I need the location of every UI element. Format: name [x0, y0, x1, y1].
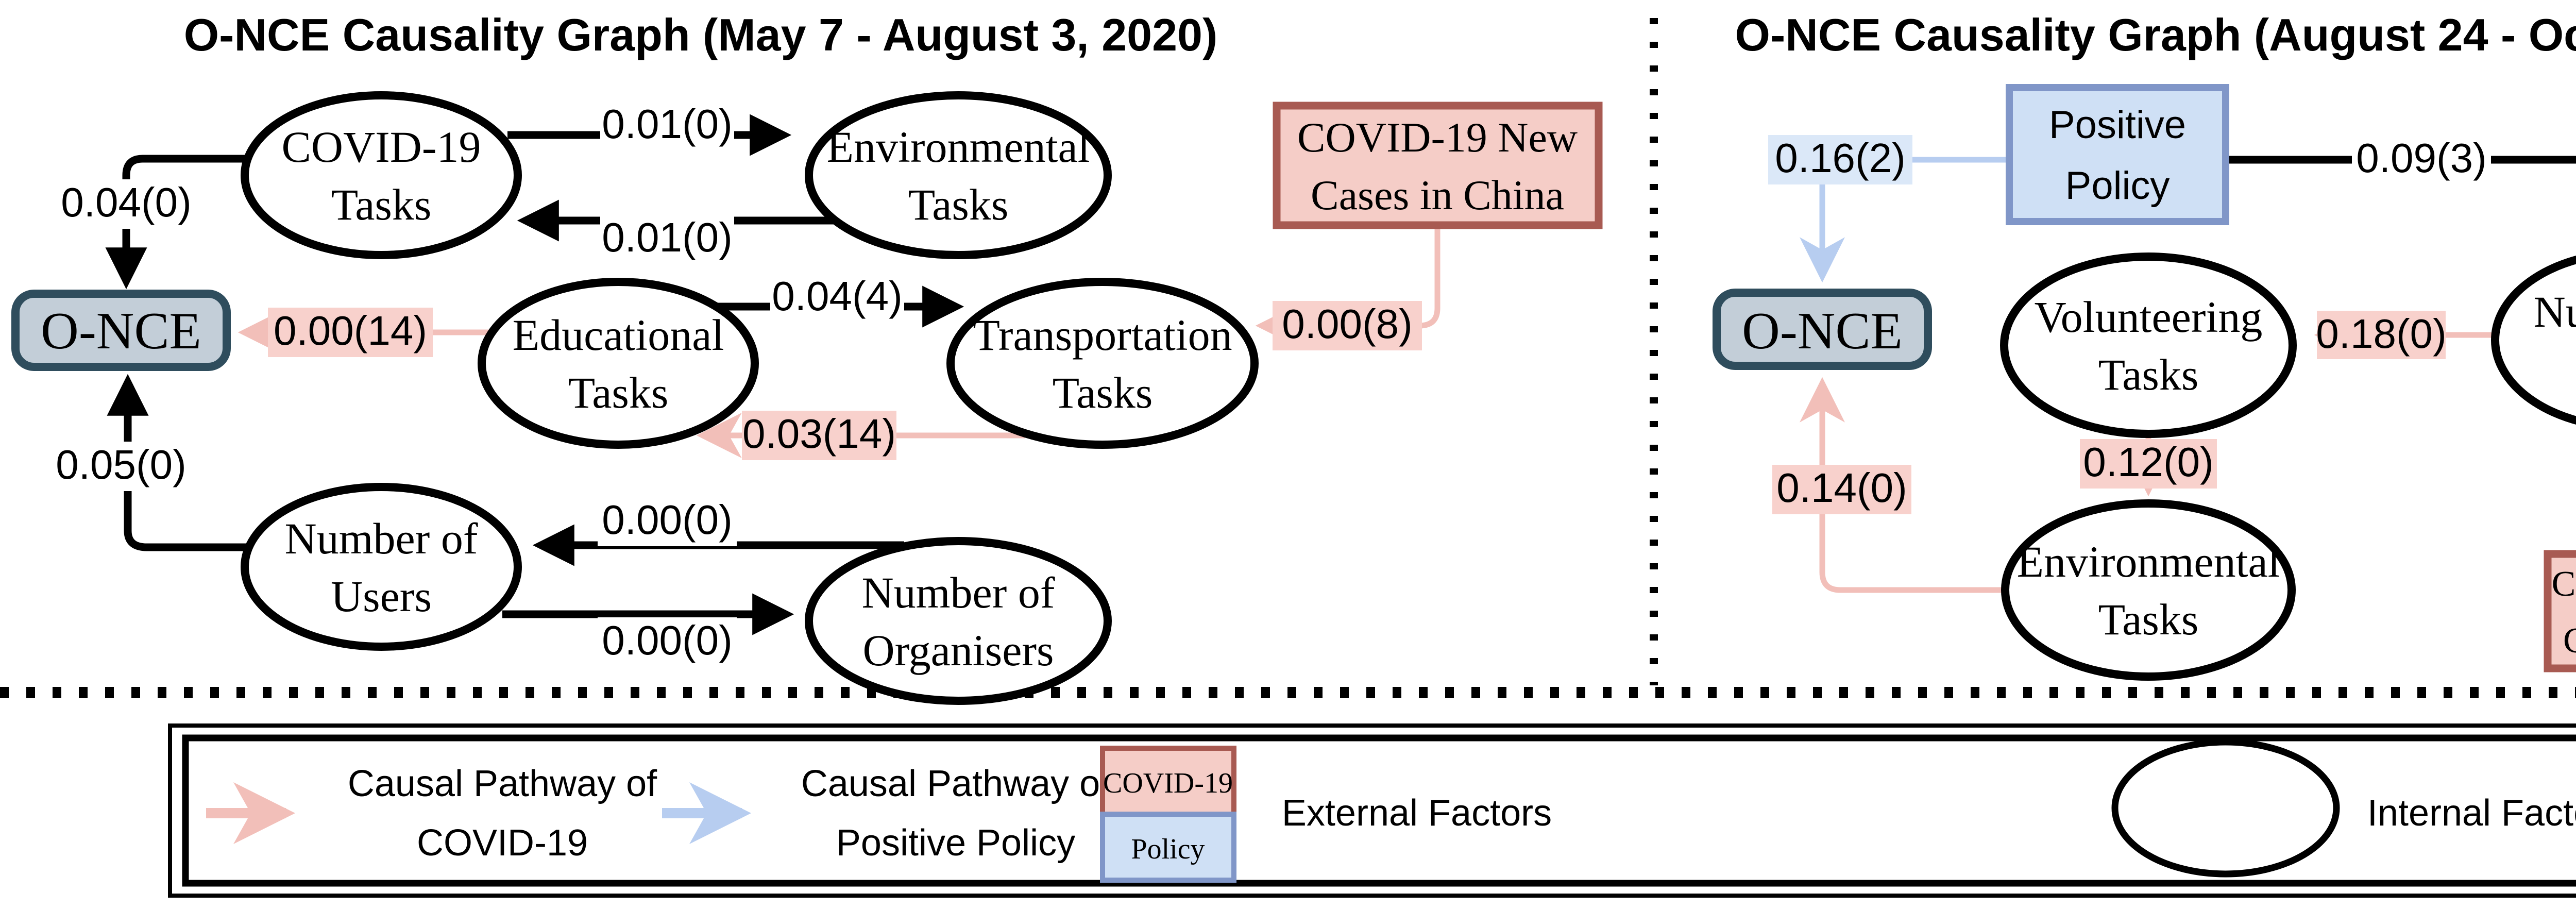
left-number-of-organisers-line1: Number of	[862, 568, 1055, 617]
right-covid-new-cases-line1: COVID-19 New	[2552, 564, 2576, 604]
left-graph-title: O-NCE Causality Graph (May 7 - August 3,…	[184, 9, 1218, 60]
edge-label-bg-pink	[2317, 311, 2446, 359]
edge-label-bg	[600, 216, 734, 264]
right-number-of-users-node	[2491, 255, 2576, 425]
right-covid-new-cases-line2: Cases in China	[2563, 621, 2576, 661]
legend: Causal Pathway of COVID-19 Causal Pathwa…	[168, 723, 2576, 898]
edge-label-educational-to-once: 0.00(14)	[274, 308, 427, 354]
edge-label-volunteering-to-environmental: 0.12(0)	[2083, 439, 2213, 485]
edge-label-covid-to-once: 0.04(0)	[61, 179, 191, 225]
left-transportation-tasks-line2: Tasks	[1053, 368, 1153, 417]
edge-label-educational-to-transportation: 0.04(4)	[772, 273, 902, 319]
left-covid-new-cases-line1: COVID-19 New	[1297, 114, 1578, 161]
left-environmental-tasks-node	[805, 91, 1112, 259]
left-environmental-tasks-line2: Tasks	[908, 180, 1009, 229]
edge-label-users-to-once: 0.05(0)	[56, 442, 186, 487]
right-volunteering-tasks-line2: Tasks	[2098, 350, 2199, 399]
edge-label-bg-pink	[1273, 301, 1422, 350]
edge-label-organisers-to-users: 0.00(0)	[602, 497, 732, 543]
legend-covid-box-label: COVID-19	[1103, 767, 1233, 799]
legend-external-factors-label: External Factors	[1282, 793, 1552, 834]
right-volunteering-tasks-node	[2000, 252, 2297, 438]
edge-label-environmental-to-covid: 0.01(0)	[602, 214, 732, 260]
left-number-of-users-node	[241, 483, 522, 651]
edge-users-to-once	[107, 374, 249, 551]
left-once-node	[11, 290, 231, 371]
legend-covid-pathway-line2: COVID-19	[417, 822, 588, 864]
right-positive-policy-node	[2006, 84, 2229, 225]
legend-policy-pathway-line1: Causal Pathway of	[801, 763, 1111, 804]
legend-policy-box	[1100, 812, 1236, 883]
left-graph-nodes: O-NCE COVID-19 Tasks Environmental Tasks…	[11, 91, 1603, 705]
legend-internal-ellipse-icon	[2111, 738, 2340, 878]
right-covid-new-cases-node	[2544, 550, 2576, 672]
legend-inner-border	[182, 734, 2576, 887]
left-covid-new-cases-line2: Cases in China	[1311, 172, 1564, 218]
right-graph-edge-labels: 0.16(2) 0.09(3) 0.18(0) 0.12(0) 0.14(0) …	[1768, 135, 2491, 514]
legend-internal-factors-label: Internal Factors	[2367, 793, 2576, 834]
left-covid-new-cases-node	[1273, 102, 1603, 229]
edge-label-bg-blue	[1768, 135, 1912, 184]
right-environmental-tasks-line1: Environmental	[2016, 537, 2280, 586]
edge-label-bg-pink	[268, 308, 433, 357]
left-educational-tasks-line2: Tasks	[568, 368, 669, 417]
right-number-of-users-line1: Number of	[2534, 287, 2576, 336]
edge-label-bg	[598, 497, 737, 546]
right-graph-title: O-NCE Causality Graph (August 24 - Octob…	[1735, 9, 2576, 60]
right-once-label: O-NCE	[1742, 302, 1903, 360]
left-educational-tasks-node	[478, 278, 759, 449]
left-educational-tasks-line1: Educational	[513, 310, 724, 360]
right-positive-policy-line2: Policy	[2065, 164, 2170, 208]
edge-label-bg	[2352, 135, 2491, 184]
edge-label-users-to-organisers: 0.00(0)	[602, 617, 732, 663]
legend-policy-box-label: Policy	[1131, 833, 1205, 865]
edge-label-transportation-to-educational: 0.03(14)	[742, 411, 896, 457]
left-transportation-tasks-line1: Transportation	[973, 310, 1232, 360]
left-covid-tasks-line2: Tasks	[331, 180, 432, 229]
edge-label-bg	[49, 442, 193, 491]
left-graph-edge-labels: 0.01(0) 0.01(0) 0.04(0) 0.05(0) 0.00(0) …	[49, 101, 1422, 667]
edge-label-users-to-volunteering: 0.18(0)	[2316, 311, 2446, 357]
left-covid-tasks-line1: COVID-19	[282, 122, 481, 172]
right-environmental-tasks-node	[2001, 499, 2296, 681]
edge-label-bg	[598, 617, 737, 667]
right-once-node	[1713, 289, 1932, 370]
edge-label-policy-to-once: 0.16(2)	[1775, 135, 1905, 181]
edge-label-environmental-to-once: 0.14(0)	[1776, 465, 1907, 511]
left-covid-tasks-node	[241, 91, 522, 259]
edge-label-bg	[600, 103, 734, 150]
left-once-label: O-NCE	[41, 302, 201, 360]
right-graph-nodes: O-NCE Positive Policy Volunteering Tasks…	[1713, 84, 2576, 681]
edge-label-bg-pink	[1772, 465, 1911, 514]
edge-label-newcases-to-transportation: 0.00(8)	[1282, 301, 1412, 347]
left-environmental-tasks-line1: Environmental	[826, 122, 1090, 172]
legend-outer-border	[168, 723, 2576, 898]
edge-label-bg	[770, 275, 904, 323]
legend-covid-pathway-line1: Causal Pathway of	[348, 763, 657, 804]
edge-label-bg-pink	[2080, 439, 2217, 489]
left-number-of-users-line2: Users	[331, 571, 432, 621]
edge-label-covid-to-environmental: 0.01(0)	[602, 101, 732, 147]
legend-policy-pathway-line2: Positive Policy	[836, 822, 1075, 864]
edge-label-bg	[54, 179, 198, 229]
left-transportation-tasks-node	[946, 278, 1259, 449]
right-volunteering-tasks-line1: Volunteering	[2035, 292, 2263, 342]
edge-covid-to-once	[105, 155, 248, 290]
right-environmental-tasks-line2: Tasks	[2098, 595, 2199, 644]
left-number-of-organisers-line2: Organisers	[862, 626, 1054, 675]
right-positive-policy-line1: Positive	[2049, 103, 2186, 147]
edge-environmental-to-once	[1800, 377, 2004, 593]
edge-label-policy-to-users: 0.09(3)	[2356, 135, 2486, 181]
left-number-of-organisers-node	[805, 537, 1112, 705]
left-number-of-users-line1: Number of	[285, 514, 478, 563]
edge-label-bg-pink	[742, 411, 896, 460]
